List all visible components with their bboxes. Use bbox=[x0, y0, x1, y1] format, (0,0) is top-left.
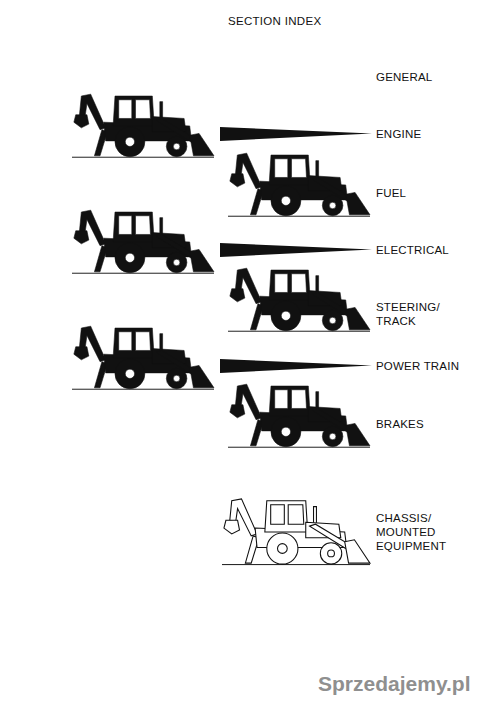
section-name: CHASSIS/ MOUNTED EQUIPMENT bbox=[376, 511, 458, 553]
section-name: STEERING/ TRACK bbox=[376, 300, 446, 328]
section-name: FUEL bbox=[376, 186, 476, 200]
section-name: ENGINE bbox=[376, 127, 476, 141]
page-title: SECTION INDEX bbox=[228, 15, 321, 27]
section-name: BRAKES bbox=[376, 417, 476, 431]
section-name: GENERAL bbox=[376, 70, 476, 84]
watermark: Sprzedajemy.pl bbox=[318, 672, 471, 696]
section-wedge bbox=[220, 127, 372, 373]
section-name: ELECTRICAL bbox=[376, 243, 476, 257]
section-name: POWER TRAIN bbox=[376, 359, 486, 373]
